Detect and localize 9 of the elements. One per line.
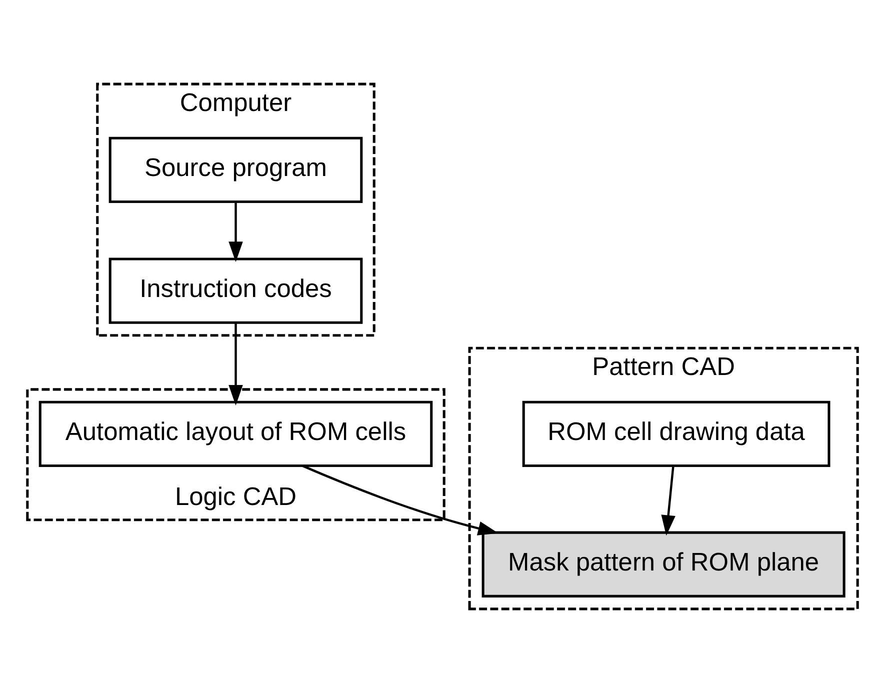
arrow xyxy=(661,466,676,536)
node-box: ROM cell drawing data xyxy=(522,400,830,467)
node-box: Instruction codes xyxy=(108,257,363,324)
arrow xyxy=(228,322,243,405)
node-box: Source program xyxy=(108,136,363,203)
node-box: Mask pattern of ROM plane xyxy=(482,530,846,597)
arrow xyxy=(228,201,243,262)
arrow xyxy=(302,464,498,535)
node-box: Automatic layout of ROM cells xyxy=(38,400,433,467)
